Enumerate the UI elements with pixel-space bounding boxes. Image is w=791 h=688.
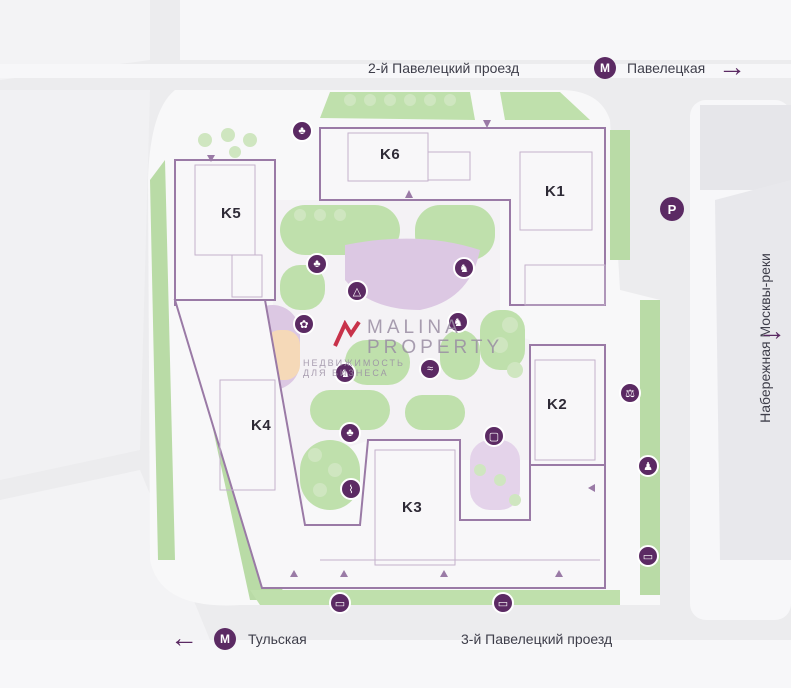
water-icon: ≈ [419,358,441,380]
rocking-horse-icon: ♞ [447,311,469,333]
street-label-bottom: 3-й Павелецкий проезд [461,631,613,647]
arrow-left-icon: ← [170,622,198,653]
shapes-icon: △ [346,280,368,302]
lounger-icon: ⌇ [340,478,362,500]
bench-icon: ▭ [637,545,659,567]
street-label-top: 2-й Павелецкий проезд [368,60,520,76]
tree-icon: ♣ [339,422,361,444]
logo-mark-icon [333,320,361,347]
bench-icon: ▭ [492,592,514,614]
tree-icon: ♣ [306,253,328,275]
cafe-icon: ▢ [483,425,505,447]
flower-icon: ✿ [293,313,315,335]
rocking-horse-icon: ♞ [334,362,356,384]
tree-icon: ♣ [291,120,313,142]
bench-icon: ▭ [329,592,351,614]
metro-icon-bottom: M [214,628,236,650]
watermark-brand: MALINA PROPERTY [367,317,504,358]
metro-label-top: Павелецкая [627,60,706,76]
building-k5-label: K5 [221,205,242,222]
watermark-tagline: НЕДВИЖИМОСТЬ ДЛЯ БИЗНЕСА [303,358,405,378]
gym-icon: ⚖ [619,382,641,404]
arrow-right-icon: → [718,51,746,82]
metro-label-bottom: Тульская [248,631,307,647]
chess-icon: ♟ [637,455,659,477]
building-k4-label: K4 [251,417,272,434]
building-k1-label: K1 [545,183,566,200]
parking-icon: P [660,197,684,221]
rocking-horse-icon: ♞ [453,257,475,279]
arrow-right-river-icon: → [758,315,786,346]
metro-icon-top: M [594,57,616,79]
building-k6-label: K6 [380,146,401,163]
building-k3-label: K3 [402,499,423,516]
building-k2-label: K2 [547,396,568,413]
